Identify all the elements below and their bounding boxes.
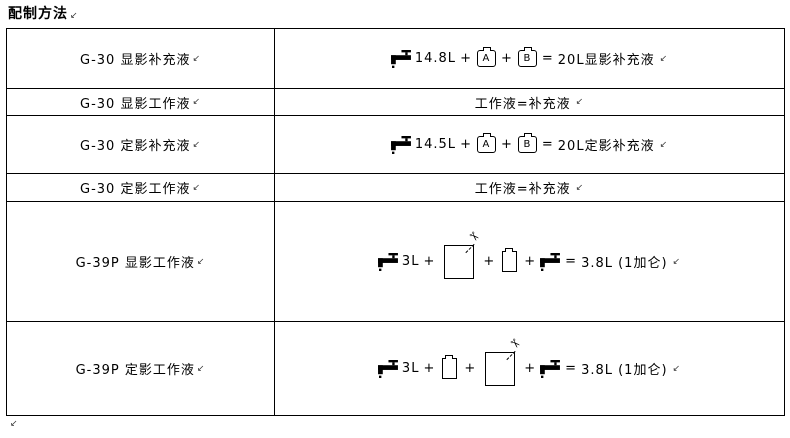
product-label: G-39P 定影工作液: [75, 363, 195, 378]
bottle-letter: B: [523, 53, 532, 64]
page-title: 配制方法: [8, 6, 68, 22]
plus-sign: +: [524, 254, 537, 269]
pouch-icon: [442, 355, 458, 379]
faucet-icon: [390, 135, 411, 154]
plus-sign: +: [460, 51, 472, 66]
product-label: G-30 显影工作液: [80, 96, 191, 112]
table-row: G-39P 显影工作液↙ 3L + ✂ + + = 3.8L (1加仑) ↙: [7, 202, 784, 322]
formula-cell: 3L + + ✂ + = 3.8L (1加仑) ↙: [275, 322, 784, 415]
paragraph-mark: ↙: [659, 53, 669, 64]
bottle-a-icon: A: [476, 133, 496, 153]
table-row: G-30 显影工作液↙ 工作液=补充液 ↙: [7, 89, 784, 116]
product-cell: G-30 显影工作液↙: [7, 89, 275, 115]
faucet-icon: [377, 359, 398, 378]
pouch-icon: [502, 248, 518, 272]
bottle-letter: B: [523, 139, 532, 150]
packet-icon: ✂: [485, 335, 525, 386]
paragraph-mark: ↙: [70, 11, 78, 21]
plus-sign: +: [483, 254, 496, 269]
plus-sign: +: [524, 361, 537, 376]
product-label: G-30 定影补充液: [80, 139, 191, 154]
prep-table: G-30 显影补充液↙ 14.8L + A + B = 20L显影补充液 ↙ G…: [6, 28, 785, 416]
water-volume: 14.5L: [414, 137, 457, 152]
bottle-b-icon: B: [517, 133, 537, 153]
plus-sign: +: [423, 254, 436, 269]
formula-result: 3.8L (1加仑): [581, 363, 668, 378]
product-label: G-39P 显影工作液: [75, 256, 195, 271]
table-row: G-30 显影补充液↙ 14.8L + A + B = 20L显影补充液 ↙: [7, 29, 784, 89]
equals-sign: =: [565, 361, 578, 376]
plus-sign: +: [460, 137, 472, 152]
paragraph-mark: ↙: [192, 182, 201, 193]
paragraph-mark: ↙: [192, 97, 201, 107]
equals-sign: =: [541, 51, 554, 66]
equals-sign: =: [565, 254, 578, 269]
packet-icon: ✂: [444, 228, 484, 279]
formula-cell: 3L + ✂ + + = 3.8L (1加仑) ↙: [275, 202, 784, 321]
paragraph-mark: ↙: [659, 139, 669, 150]
faucet-icon: [377, 252, 398, 271]
paragraph-mark: ↙: [196, 256, 206, 267]
plus-sign: +: [423, 361, 436, 376]
paragraph-mark: ↙: [10, 419, 18, 429]
faucet-icon: [390, 49, 411, 68]
formula-text: 工作液=补充液: [474, 182, 571, 197]
plus-sign: +: [500, 51, 513, 66]
formula-cell: 14.8L + A + B = 20L显影补充液 ↙: [275, 29, 784, 88]
bottle-a-icon: A: [476, 47, 496, 67]
water-volume: 3L: [401, 361, 420, 376]
water-volume: 14.8L: [414, 51, 457, 66]
formula-text: 工作液=补充液: [474, 96, 571, 112]
water-volume: 3L: [401, 254, 420, 269]
formula-cell: 14.5L + A + B = 20L定影补充液 ↙: [275, 116, 784, 173]
paragraph-mark: ↙: [575, 97, 585, 107]
paragraph-mark: ↙: [575, 182, 585, 193]
table-row: G-30 定影补充液↙ 14.5L + A + B = 20L定影补充液 ↙: [7, 116, 784, 174]
table-row: G-39P 定影工作液↙ 3L + + ✂ + = 3.8L (1加仑) ↙: [7, 322, 784, 415]
product-cell: G-30 显影补充液↙: [7, 29, 275, 88]
title-line: 配制方法↙: [0, 0, 790, 28]
document-page: 配制方法↙ G-30 显影补充液↙ 14.8L + A + B = 20L显影补…: [0, 0, 790, 429]
product-label: G-30 显影补充液: [80, 53, 191, 68]
faucet-icon: [540, 359, 561, 378]
paragraph-mark: ↙: [192, 53, 201, 64]
paragraph-mark: ↙: [672, 256, 682, 267]
product-cell: G-39P 显影工作液↙: [7, 202, 275, 321]
formula-result: 20L定影补充液: [557, 139, 655, 154]
product-cell: G-30 定影补充液↙: [7, 116, 275, 173]
faucet-icon: [540, 252, 561, 271]
paragraph-mark: ↙: [196, 363, 206, 374]
bottle-letter: A: [482, 53, 491, 64]
bottle-letter: A: [482, 139, 491, 150]
scissors-icon: ✂: [465, 227, 484, 246]
product-cell: G-30 定影工作液↙: [7, 174, 275, 201]
formula-cell: 工作液=补充液 ↙: [275, 174, 784, 201]
formula-cell: 工作液=补充液 ↙: [275, 89, 784, 115]
plus-sign: +: [500, 137, 513, 152]
formula-result: 3.8L (1加仑): [581, 256, 668, 271]
equals-sign: =: [541, 137, 554, 152]
product-label: G-30 定影工作液: [80, 182, 191, 197]
paragraph-mark: ↙: [192, 139, 201, 150]
scissors-icon: ✂: [506, 334, 525, 353]
plus-sign: +: [464, 361, 477, 376]
bottle-b-icon: B: [517, 47, 537, 67]
product-cell: G-39P 定影工作液↙: [7, 322, 275, 415]
paragraph-mark: ↙: [672, 363, 682, 374]
table-row: G-30 定影工作液↙ 工作液=补充液 ↙: [7, 174, 784, 202]
formula-result: 20L显影补充液: [557, 53, 655, 68]
